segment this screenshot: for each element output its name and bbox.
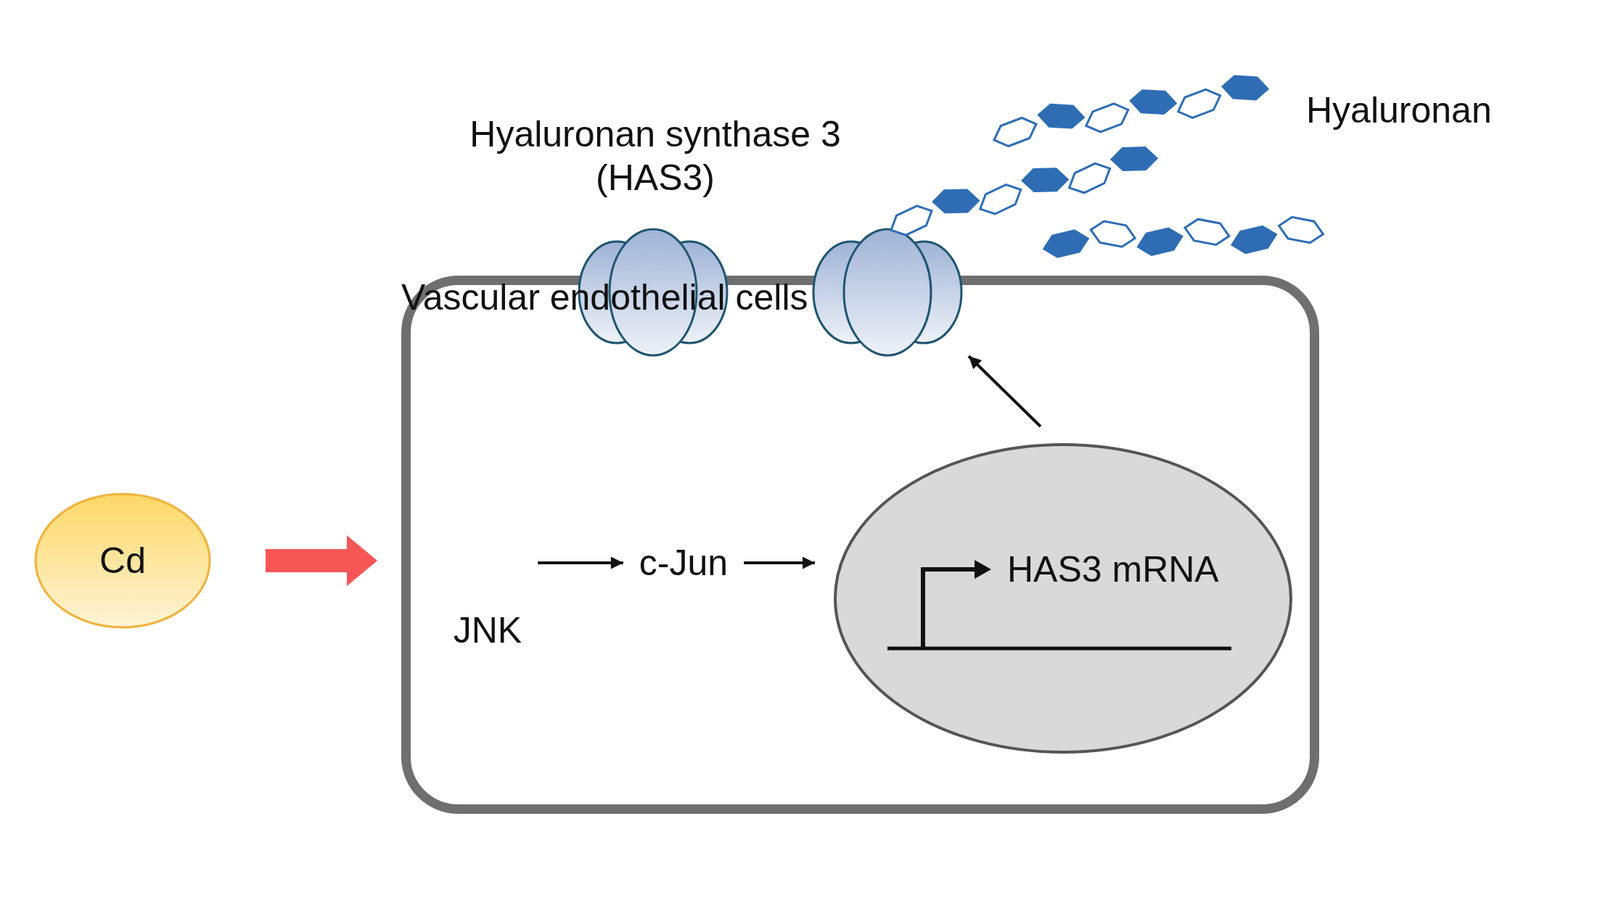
signal-arrow: [537, 561, 624, 565]
promoter-arrow: [922, 569, 976, 649]
cadmium-ellipse-outline: [35, 494, 210, 628]
node-text: c-Jun: [639, 541, 728, 585]
cadmium-ellipse: Cd: [34, 492, 212, 630]
has3-protein: [813, 229, 962, 356]
node-text: HAS3 mRNA: [1007, 547, 1220, 592]
translation-arrow: [968, 356, 1041, 427]
hyaluronan-chain: [1041, 214, 1325, 260]
block-arrow: [265, 535, 378, 587]
cell-caption: Vascular endothelial cells: [401, 275, 1320, 320]
signal-arrow: [743, 561, 815, 565]
hyaluronan-chain: [990, 75, 1269, 151]
kinase-label-node: JNK: [447, 538, 528, 588]
promoter-arrowhead: [974, 560, 992, 580]
cell-outline: JNK c-Jun HAS3 mRNA Vascular endothelial ce…: [401, 275, 1320, 815]
gene-line: [887, 647, 1232, 651]
protein-label: Hyaluronan synthase 3 (HAS3): [437, 112, 873, 200]
node-text: Cd: [99, 539, 146, 583]
nucleus-ellipse: HAS3 mRNA: [833, 443, 1293, 754]
node-text: JNK: [447, 608, 528, 653]
molecule-label: Hyaluronan: [1306, 88, 1492, 133]
transcription-factor-node: c-Jun: [633, 538, 734, 588]
cell-membrane: [406, 280, 1315, 810]
nucleus-outline: [835, 444, 1291, 753]
nucleus-shape: [833, 443, 1293, 754]
